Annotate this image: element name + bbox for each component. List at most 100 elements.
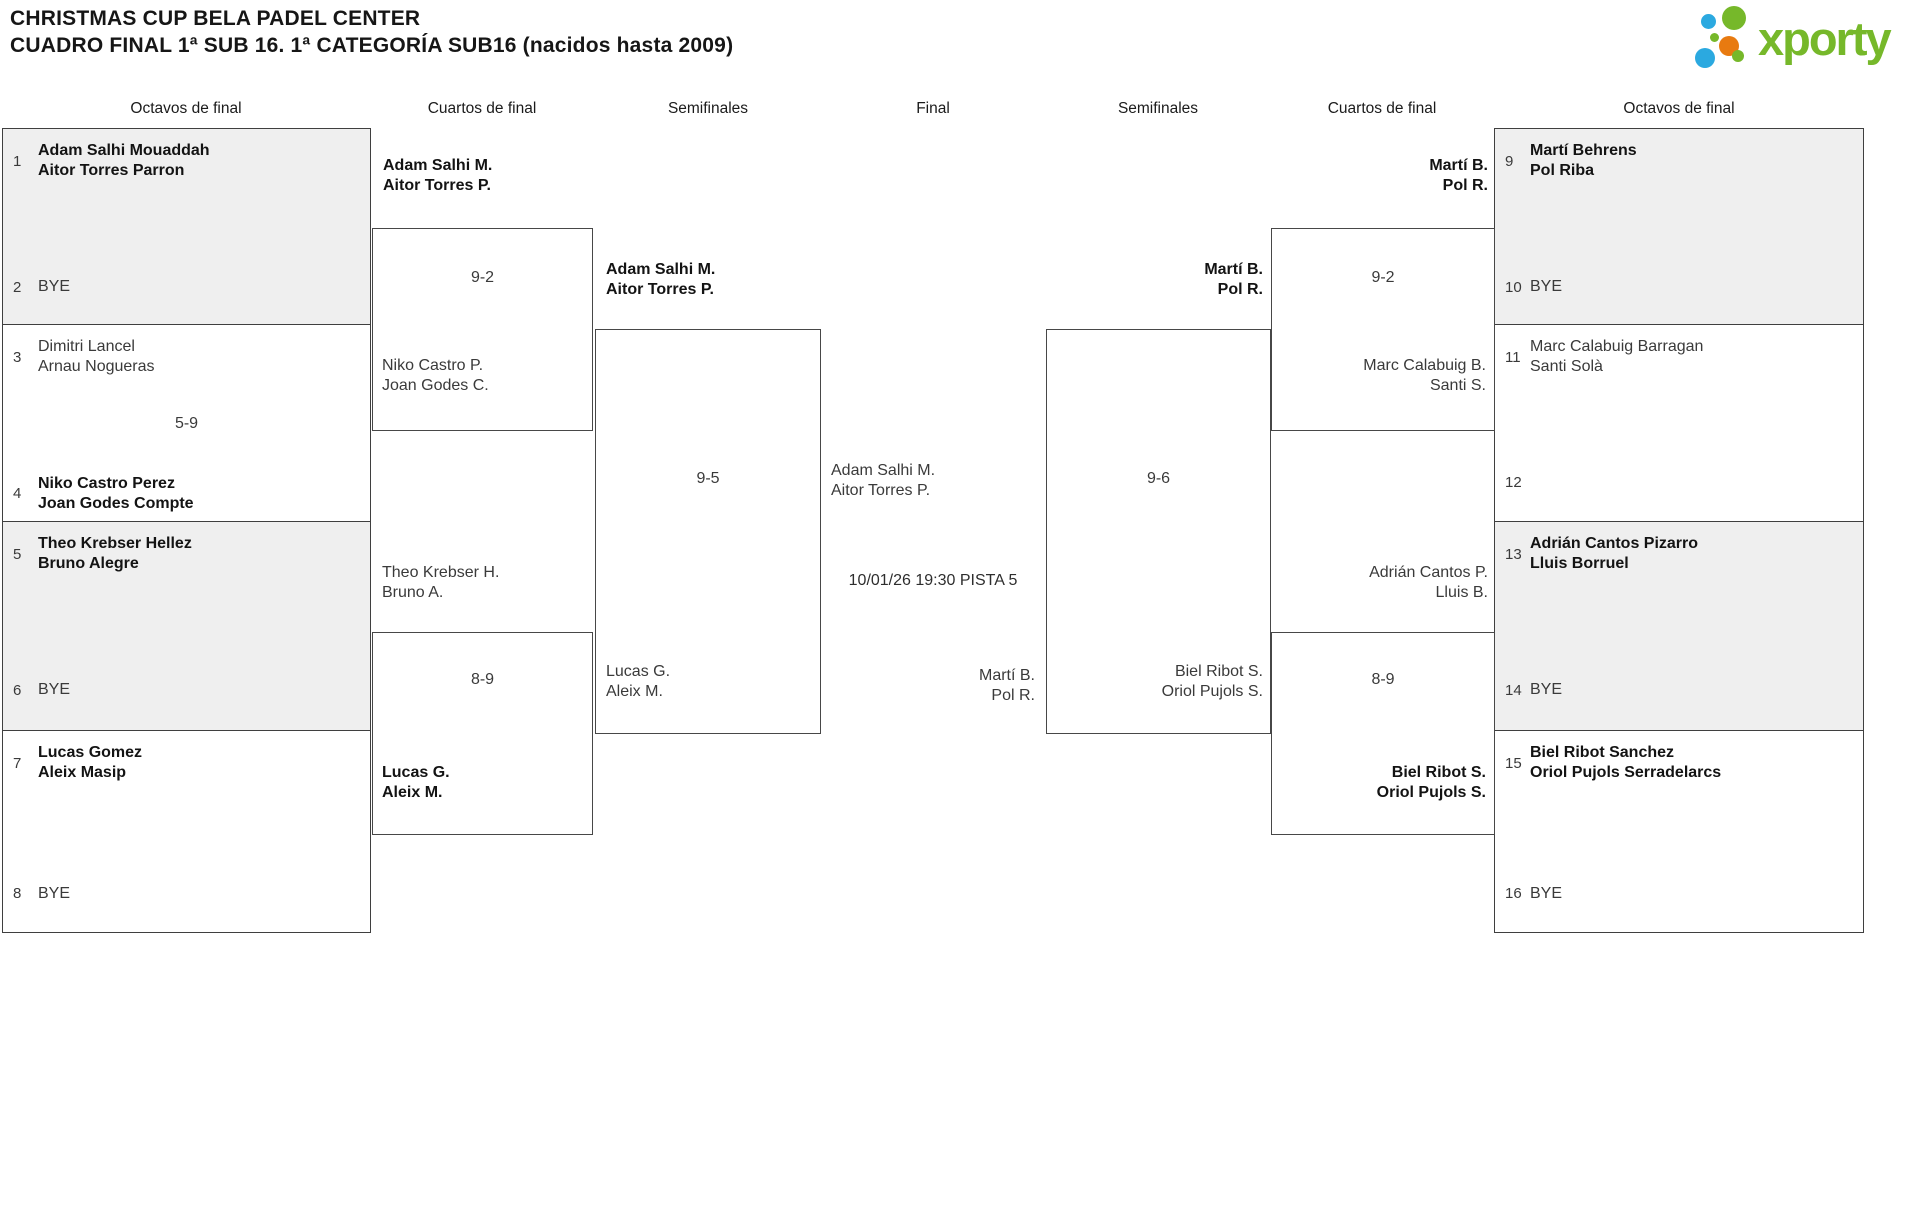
team-names: Niko Castro Perez Joan Godes Compte — [38, 474, 194, 514]
seed-number: 6 — [13, 681, 22, 699]
team-names: BYE — [1530, 884, 1562, 904]
team-slot: 6 BYE — [13, 680, 364, 700]
round-header-cuartos-right: Cuartos de final — [1327, 100, 1437, 117]
player-name: Martí B. — [1429, 157, 1488, 174]
player-name: Arnau Nogueras — [38, 358, 155, 375]
round-header-semis-left: Semifinales — [667, 100, 749, 117]
team-names-finalist-2: Martí B. Pol R. — [979, 666, 1035, 706]
team-names: Martí Behrens Pol Riba — [1530, 141, 1637, 181]
player-name: Marc Calabuig Barragan — [1530, 338, 1704, 355]
team-slot: 4 Niko Castro Perez Joan Godes Compte — [13, 474, 364, 514]
team-slot: 15 Biel Ribot Sanchez Oriol Pujols Serra… — [1505, 743, 1857, 783]
tournament-subtitle: CUADRO FINAL 1ª SUB 16. 1ª CATEGORÍA SUB… — [10, 34, 734, 57]
team-names-finalist-1: Adam Salhi M. Aitor Torres P. — [831, 461, 935, 501]
seed-number: 16 — [1505, 885, 1522, 903]
bye-label: BYE — [38, 681, 71, 699]
team-slot: 14 BYE — [1505, 680, 1857, 700]
team-names: Biel Ribot S. Oriol Pujols S. — [1377, 763, 1486, 803]
player-name: Pol R. — [1217, 281, 1263, 298]
team-names: Lucas G. Aleix M. — [606, 662, 670, 702]
team-slot: 1 Adam Salhi Mouaddah Aitor Torres Parro… — [13, 141, 364, 181]
player-name: Joan Godes Compte — [38, 494, 194, 512]
player-name: Aitor Torres P. — [831, 482, 931, 499]
xporty-logo-dots-icon — [1695, 6, 1759, 72]
logo-dot-green-small — [1732, 50, 1744, 62]
player-name: Marc Calabuig B. — [1363, 357, 1486, 374]
round-header-cuartos-left: Cuartos de final — [427, 100, 537, 117]
team-slot: 5 Theo Krebser Hellez Bruno Alegre — [13, 534, 364, 574]
team-names: Biel Ribot S. Oriol Pujols S. — [1162, 662, 1263, 702]
player-name: Pol Riba — [1530, 162, 1595, 179]
team-names: Martí B. Pol R. — [1429, 156, 1488, 196]
match-score: 9-5 — [696, 470, 720, 487]
player-name: Niko Castro P. — [382, 357, 484, 374]
team-names: Lucas G. Aleix M. — [382, 763, 450, 803]
player-name: Aleix Masip — [38, 764, 127, 781]
player-name: Adam Salhi M. — [831, 462, 936, 479]
seed-number: 9 — [1505, 152, 1514, 170]
match-rect-cuartos-left-1 — [372, 228, 593, 431]
player-name: Martí B. — [1204, 261, 1263, 278]
team-slot: 3 Dimitri Lancel Arnau Nogueras — [13, 337, 364, 377]
player-name: Aleix M. — [606, 683, 663, 700]
match-score: 8-9 — [470, 671, 495, 688]
player-name: Bruno Alegre — [38, 555, 139, 572]
player-name: Lucas G. — [606, 663, 671, 680]
seed-number: 10 — [1505, 278, 1522, 296]
player-name: Aitor Torres P. — [606, 281, 714, 298]
match-rect-semifinal-left — [595, 329, 821, 734]
tournament-title: CHRISTMAS CUP BELA PADEL CENTER — [10, 7, 421, 30]
team-slot: 12 — [1505, 474, 1857, 491]
match-score: 9-2 — [1371, 269, 1395, 286]
round-header-final: Final — [916, 100, 950, 117]
bye-label: BYE — [38, 884, 71, 902]
player-name: Oriol Pujols S. — [1376, 784, 1486, 801]
match-box-octavos-3-4: 3 Dimitri Lancel Arnau Nogueras 5-9 4 Ni… — [2, 324, 371, 522]
match-box-octavos-15-16: 15 Biel Ribot Sanchez Oriol Pujols Serra… — [1494, 730, 1864, 933]
team-names: Marc Calabuig B. Santi S. — [1363, 356, 1486, 396]
seed-number: 3 — [13, 348, 22, 366]
seed-number: 8 — [13, 885, 22, 903]
team-names: Biel Ribot Sanchez Oriol Pujols Serradel… — [1530, 743, 1721, 783]
final-schedule: 10/01/26 19:30 PISTA 5 — [848, 572, 1018, 589]
team-names: Dimitri Lancel Arnau Nogueras — [38, 337, 155, 377]
match-rect-semifinal-right — [1046, 329, 1271, 734]
player-name: Martí Behrens — [1530, 142, 1637, 159]
team-names: Adrián Cantos Pizarro Lluis Borruel — [1530, 534, 1698, 574]
match-box-octavos-13-14: 13 Adrián Cantos Pizarro Lluis Borruel 1… — [1494, 521, 1864, 731]
round-header-octavos-left: Octavos de final — [130, 100, 242, 117]
team-slot: 10 BYE — [1505, 277, 1857, 297]
match-box-octavos-5-6: 5 Theo Krebser Hellez Bruno Alegre 6 BYE — [2, 521, 371, 731]
seed-number: 5 — [13, 545, 22, 563]
team-names: BYE — [1530, 680, 1562, 700]
team-names: Theo Krebser H. Bruno A. — [382, 563, 499, 603]
xporty-logo-text: xporty — [1758, 12, 1892, 65]
player-name: Adam Salhi Mouaddah — [38, 142, 210, 159]
seed-number: 7 — [13, 754, 22, 772]
player-name: Pol R. — [991, 687, 1035, 704]
player-name: Oriol Pujols Serradelarcs — [1530, 764, 1722, 781]
team-names: BYE — [38, 884, 70, 904]
tournament-header: CHRISTMAS CUP BELA PADEL CENTER CUADRO F… — [10, 5, 733, 59]
team-names: Adrián Cantos P. Lluis B. — [1369, 563, 1488, 603]
bye-label: BYE — [38, 278, 71, 296]
player-name: Biel Ribot S. — [1174, 663, 1263, 680]
seed-number: 12 — [1505, 473, 1522, 491]
player-name: Martí B. — [978, 667, 1035, 684]
seed-number: 11 — [1505, 348, 1521, 366]
player-name: Lucas Gomez — [38, 744, 143, 761]
team-slot: 11 Marc Calabuig Barragan Santi Solà — [1505, 337, 1857, 377]
match-score: 8-9 — [1371, 671, 1395, 688]
player-name: Niko Castro Perez — [38, 474, 175, 492]
team-names: Adam Salhi M. Aitor Torres P. — [383, 156, 492, 196]
match-score: 9-2 — [470, 269, 495, 286]
match-box-octavos-11-12: 11 Marc Calabuig Barragan Santi Solà 12 — [1494, 324, 1864, 522]
player-name: Bruno A. — [382, 584, 444, 601]
team-slot: 7 Lucas Gomez Aleix Masip — [13, 743, 364, 783]
logo-dot-green-tiny — [1710, 33, 1719, 42]
team-names: BYE — [38, 277, 70, 297]
seed-number: 2 — [13, 278, 22, 296]
team-names: Adam Salhi Mouaddah Aitor Torres Parron — [38, 141, 210, 181]
xporty-logo[interactable]: xporty — [1693, 4, 1913, 74]
